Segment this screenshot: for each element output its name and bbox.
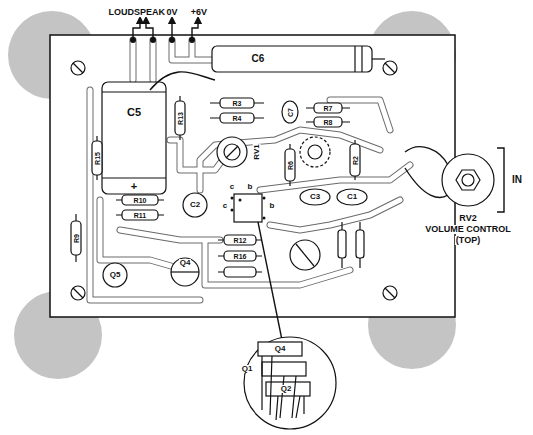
part-label: C6 — [251, 54, 266, 64]
resistors — [71, 96, 364, 277]
part-label: c — [229, 183, 235, 191]
preset-rv1 — [217, 137, 247, 167]
part-label: Q2 — [280, 385, 293, 393]
mounting-pillars — [8, 11, 456, 379]
screw-holes — [71, 61, 397, 300]
part-label: c — [222, 202, 228, 210]
part-label: RV1 — [253, 143, 261, 160]
part-label: R4 — [232, 115, 243, 122]
part-label: C3 — [309, 193, 321, 201]
part-label: R15 — [94, 151, 101, 166]
part-label: + — [130, 181, 138, 192]
part-label: Q4 — [274, 345, 287, 353]
part-label: C7 — [286, 107, 293, 118]
link-wire — [150, 72, 215, 90]
part-label: R10 — [133, 197, 148, 204]
control-label: VOLUME CONTROL — [424, 225, 512, 234]
part-label: b — [269, 202, 276, 210]
part-label: Q1 — [241, 365, 254, 373]
part-label: C5 — [126, 107, 142, 118]
part-label: R12 — [233, 237, 248, 244]
toroid — [300, 137, 330, 167]
capacitors-small — [183, 101, 367, 217]
part-label: Q5 — [109, 271, 122, 279]
part-label: R8 — [323, 119, 334, 126]
capacitor-c6 — [212, 46, 385, 72]
part-label: Q4 — [179, 259, 192, 267]
terminal-label: +6V — [190, 8, 208, 17]
part-label: R6 — [286, 160, 293, 171]
capacitor-c5 — [102, 82, 166, 194]
part-label: b — [247, 183, 254, 191]
transistors — [103, 240, 320, 287]
part-label: R11 — [133, 212, 147, 219]
terminal-label: 0V — [165, 8, 178, 17]
copper-tracks — [90, 40, 410, 300]
control-label: RV2 — [458, 214, 477, 223]
part-label: C2 — [189, 201, 201, 209]
part-label: R2 — [351, 155, 358, 166]
part-label: R7 — [323, 105, 334, 112]
output-wires — [130, 20, 198, 43]
circuit-board — [50, 35, 455, 317]
terminal-label: IN — [511, 175, 523, 185]
volume-control — [405, 147, 504, 212]
control-label: (TOP) — [455, 236, 481, 245]
part-label: R16 — [233, 253, 248, 260]
part-label: R9 — [72, 233, 79, 244]
inset-detail — [244, 222, 336, 429]
part-label: C1 — [346, 193, 358, 201]
transistor-array — [231, 194, 266, 222]
part-label: R13 — [177, 111, 184, 126]
part-label: R3 — [232, 100, 243, 107]
